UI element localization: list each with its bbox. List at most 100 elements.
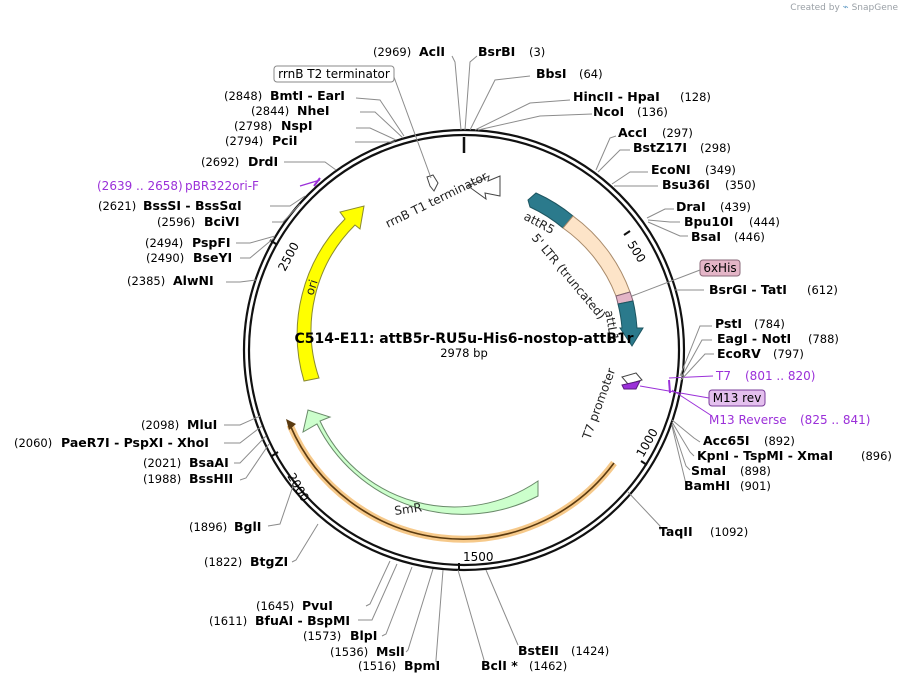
enzyme-name[interactable]: BciVI: [204, 214, 240, 229]
credit-prefix: Created by: [790, 3, 840, 13]
enzyme-name[interactable]: BfuAI - BspMI: [255, 613, 350, 628]
enzyme-pos: (1516): [358, 659, 396, 673]
enzyme-name[interactable]: BseYI: [193, 250, 232, 265]
enzyme-pos: (1611): [209, 614, 247, 628]
enzyme-name[interactable]: PaeR7I - PspXI - XhoI: [61, 435, 209, 450]
enzyme-pos: (2490): [146, 251, 184, 265]
enzyme-name[interactable]: HincII - HpaI: [573, 89, 660, 104]
enzyme-name[interactable]: EcoRV: [717, 346, 761, 361]
snapgene-credit: Created by ⌁ SnapGene: [790, 2, 898, 13]
enzyme-name[interactable]: Bpu10I: [684, 214, 733, 229]
t7-promoter-label: T7 promoter: [579, 366, 618, 442]
enzyme-name[interactable]: BlpI: [350, 628, 377, 643]
right-enzyme-labels: BsrBI (3) BbsI (64) HincII - HpaI (128) …: [478, 44, 892, 658]
enzyme-name[interactable]: EagI - NotI: [717, 331, 791, 346]
smr-feature[interactable]: [302, 409, 539, 515]
rrnb-t1-arrow[interactable]: [467, 175, 501, 201]
enzyme-name[interactable]: NspI: [281, 118, 313, 133]
enzyme-pos: (1424): [571, 644, 609, 658]
enzyme-name[interactable]: BclI *: [481, 658, 518, 673]
enzyme-name[interactable]: BtgZI: [250, 554, 288, 569]
enzyme-name[interactable]: AclI: [419, 44, 445, 59]
enzyme-pos: (2621): [98, 199, 136, 213]
left-enzyme-labels: (2969) AclI (2848) BmtI - EarI (2844) Nh…: [14, 44, 567, 673]
enzyme-name[interactable]: NheI: [297, 103, 330, 118]
enzyme-pos: (136): [637, 105, 668, 119]
enzyme-name[interactable]: NcoI: [593, 104, 624, 119]
tick-label-1500: 1500: [463, 550, 494, 564]
t7-primer-marker: [668, 379, 671, 394]
enzyme-name[interactable]: BsrGI - TatI: [709, 282, 787, 297]
attl1-feature[interactable]: [617, 300, 644, 347]
enzyme-pos: (2021): [143, 456, 181, 470]
primer-name-m13: M13 Reverse: [709, 413, 787, 427]
enzyme-name[interactable]: PstI: [715, 316, 742, 331]
enzyme-name[interactable]: MluI: [187, 417, 217, 432]
backbone-inner-ring: [247, 133, 681, 567]
enzyme-name[interactable]: BstEII: [518, 643, 559, 658]
enzyme-pos: (2692): [201, 155, 239, 169]
enzyme-pos: (2794): [225, 134, 263, 148]
enzyme-pos: (784): [754, 317, 785, 331]
enzyme-name[interactable]: BamHI: [684, 478, 730, 493]
plasmid-length: 2978 bp: [440, 346, 488, 360]
enzyme-name[interactable]: BssSI - BssSαI: [143, 198, 242, 213]
enzyme-pos: (2844): [251, 104, 289, 118]
enzyme-name[interactable]: BglI: [234, 519, 261, 534]
enzyme-pos: (350): [725, 178, 756, 192]
enzyme-name[interactable]: DraI: [676, 199, 706, 214]
enzyme-name[interactable]: BmtI - EarI: [270, 88, 345, 103]
enzyme-name[interactable]: MslI: [376, 644, 405, 659]
tick-2000: [271, 451, 279, 457]
enzyme-name[interactable]: EcoNI: [651, 162, 691, 177]
enzyme-pos: (3): [529, 45, 545, 59]
enzyme-pos: (1645): [256, 599, 294, 613]
tick-label-500: 500: [624, 238, 648, 265]
enzyme-pos: (128): [680, 90, 711, 104]
enzyme-name[interactable]: BssHII: [189, 471, 233, 486]
enzyme-name[interactable]: BsrBI: [478, 44, 515, 59]
enzyme-name[interactable]: DrdI: [248, 154, 278, 169]
enzyme-pos: (1573): [303, 629, 341, 643]
enzyme-name[interactable]: Bsu36I: [662, 177, 710, 192]
enzyme-pos: (1896): [189, 520, 227, 534]
enzyme-pos: (2596): [157, 215, 195, 229]
enzyme-name[interactable]: AlwNI: [173, 273, 214, 288]
enzyme-name[interactable]: TaqII: [659, 524, 693, 539]
strand-line: [289, 424, 615, 540]
enzyme-pos: (901): [740, 479, 771, 493]
snapgene-logo-icon: ⌁: [842, 2, 849, 13]
rrnb-t2-arrow[interactable]: [426, 174, 439, 192]
enzyme-name[interactable]: BpmI: [404, 658, 440, 673]
enzyme-name[interactable]: BstZ17I: [633, 140, 687, 155]
rrnb-t1-label: rrnB T1 terminator: [383, 169, 490, 231]
enzyme-pos: (1092): [710, 525, 748, 539]
ori-feature[interactable]: [296, 205, 365, 382]
enzyme-pos: (1536): [330, 645, 368, 659]
m13-rev-arrow[interactable]: [621, 380, 641, 390]
enzyme-pos: (797): [773, 347, 804, 361]
enzyme-name[interactable]: SmaI: [691, 463, 726, 478]
enzyme-name[interactable]: PspFI: [192, 235, 231, 250]
enzyme-name[interactable]: PciI: [272, 133, 298, 148]
enzyme-pos: (2385): [127, 274, 165, 288]
enzyme-name[interactable]: AccI: [618, 125, 647, 140]
primer-range-m13: (825 .. 841): [800, 413, 870, 427]
his-leader: [631, 269, 701, 297]
t7-primer-leader: [668, 375, 714, 379]
enzyme-pos: (439): [720, 200, 751, 214]
enzyme-name[interactable]: BbsI: [536, 66, 567, 81]
enzyme-name[interactable]: KpnI - TspMI - XmaI: [697, 448, 833, 463]
backbone-outer-ring: [242, 128, 686, 572]
enzyme-name[interactable]: Acc65I: [703, 433, 750, 448]
enzyme-name[interactable]: BsaI: [691, 229, 721, 244]
enzyme-name[interactable]: BsaAI: [189, 455, 229, 470]
tick-500: [623, 230, 631, 236]
enzyme-name[interactable]: PvuI: [302, 598, 333, 613]
enzyme-pos: (2848): [224, 89, 262, 103]
enzyme-pos: (349): [705, 163, 736, 177]
rrnb-t2-label: rrnB T2 terminator: [278, 67, 390, 81]
tick-label-2500: 2500: [275, 240, 302, 274]
enzyme-pos: (1822): [204, 555, 242, 569]
